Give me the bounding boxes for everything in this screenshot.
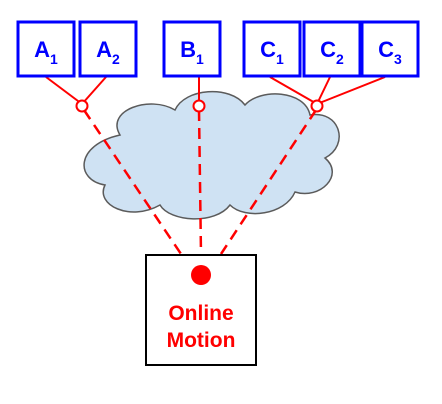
device-label-line2: Motion bbox=[167, 329, 236, 352]
node-subscript: 3 bbox=[394, 51, 402, 67]
svg-text:C3: C3 bbox=[378, 37, 402, 67]
node-links bbox=[45, 76, 386, 105]
online-motion-device: Online Motion bbox=[145, 254, 257, 366]
node-a2: A2 bbox=[78, 20, 138, 78]
node-letter: A bbox=[96, 37, 112, 62]
node-c1: C1 bbox=[242, 20, 302, 78]
node-subscript: 1 bbox=[276, 51, 284, 67]
node-letter: C bbox=[260, 37, 276, 62]
node-letter: C bbox=[378, 37, 394, 62]
cloud bbox=[83, 91, 340, 220]
device-label-line1: Online bbox=[168, 302, 233, 325]
node-subscript: 1 bbox=[50, 51, 58, 67]
node-subscript: 1 bbox=[196, 51, 204, 67]
node-c2: C2 bbox=[302, 20, 362, 78]
junction-a bbox=[75, 99, 89, 113]
svg-text:A2: A2 bbox=[96, 37, 120, 67]
node-subscript: 2 bbox=[336, 51, 344, 67]
svg-text:C2: C2 bbox=[320, 37, 344, 67]
node-a1: A1 bbox=[16, 20, 76, 78]
node-letter: C bbox=[320, 37, 336, 62]
junctions bbox=[75, 99, 324, 113]
node-b1: B1 bbox=[162, 20, 222, 78]
node-letter: A bbox=[34, 37, 50, 62]
node-letter: B bbox=[180, 37, 196, 62]
junction-b bbox=[192, 99, 206, 113]
junction-c bbox=[310, 99, 324, 113]
motion-indicator-dot bbox=[191, 265, 211, 285]
svg-text:B1: B1 bbox=[180, 37, 204, 67]
svg-text:A1: A1 bbox=[34, 37, 58, 67]
node-subscript: 2 bbox=[112, 51, 120, 67]
node-c3: C3 bbox=[360, 20, 420, 78]
svg-text:C1: C1 bbox=[260, 37, 284, 67]
dashed-links bbox=[82, 109, 318, 255]
